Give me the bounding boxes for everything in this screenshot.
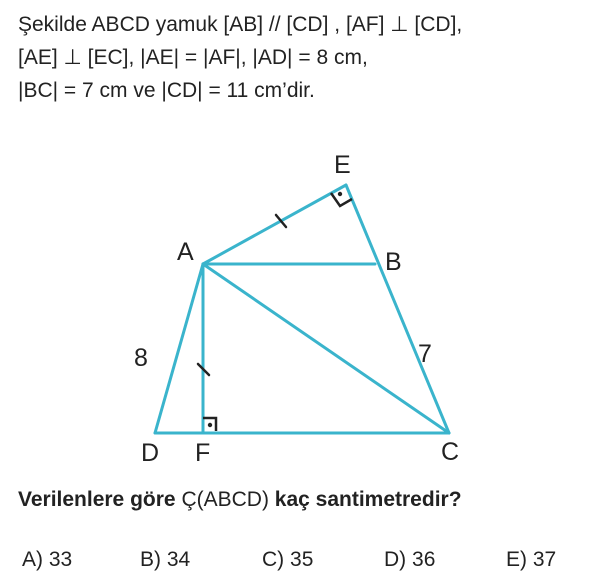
choice-value: 37 (532, 548, 557, 571)
choice-value: 35 (290, 548, 314, 571)
choice-b[interactable]: B) 34 (140, 548, 190, 572)
choice-e[interactable]: E) 37 (506, 548, 556, 572)
question-text-end: kaç santimetredir? (274, 488, 462, 511)
label-point-F: F (195, 439, 210, 467)
label-point-C: C (441, 438, 459, 466)
segment-EC (344, 183, 451, 435)
choice-c[interactable]: C) 35 (262, 548, 313, 572)
segment-AE (201, 183, 348, 266)
problem-line-3: |BC| = 7 cm ve |CD| = 11 cm’dir. (18, 79, 315, 102)
choice-key: A) (22, 548, 43, 571)
choice-value: 36 (412, 548, 436, 571)
right-angle-mark-E (329, 191, 353, 208)
problem-statement: Şekilde ABCD yamuk [AB] // [CD] , [AF] ⊥… (18, 8, 588, 107)
question-text-start: Verilenlere göre (18, 488, 176, 511)
choice-key: E) (506, 548, 527, 571)
choice-value: 33 (48, 548, 73, 571)
segment-AD (153, 262, 205, 435)
label-point-B: B (385, 248, 402, 276)
choice-key: B) (140, 548, 161, 571)
choice-a[interactable]: A) 33 (22, 548, 72, 572)
label-point-D: D (141, 439, 159, 467)
question: Verilenlere göre Ç(ABCD) kaç santimetred… (18, 488, 462, 512)
label-point-E: E (334, 151, 351, 179)
choice-d[interactable]: D) 36 (384, 548, 435, 572)
label-length-AD: 8 (134, 344, 148, 372)
choice-key: D) (384, 548, 407, 571)
segment-AC (201, 262, 451, 435)
choice-key: C) (262, 548, 285, 571)
problem-line-1: Şekilde ABCD yamuk [AB] // [CD] , [AF] ⊥… (18, 13, 463, 36)
choice-value: 34 (166, 548, 191, 571)
label-length-BC: 7 (418, 340, 432, 368)
question-subject: Ç(ABCD) (181, 488, 269, 511)
problem-line-2: [AE] ⊥ [EC], |AE| = |AF|, |AD| = 8 cm, (18, 46, 368, 69)
right-angle-mark-F (203, 416, 218, 431)
tick-mark-AE (274, 213, 288, 229)
trapezoid-figure: E A B D F C 8 7 (134, 151, 459, 467)
label-point-A: A (177, 238, 194, 266)
tick-mark-AF (196, 362, 211, 377)
